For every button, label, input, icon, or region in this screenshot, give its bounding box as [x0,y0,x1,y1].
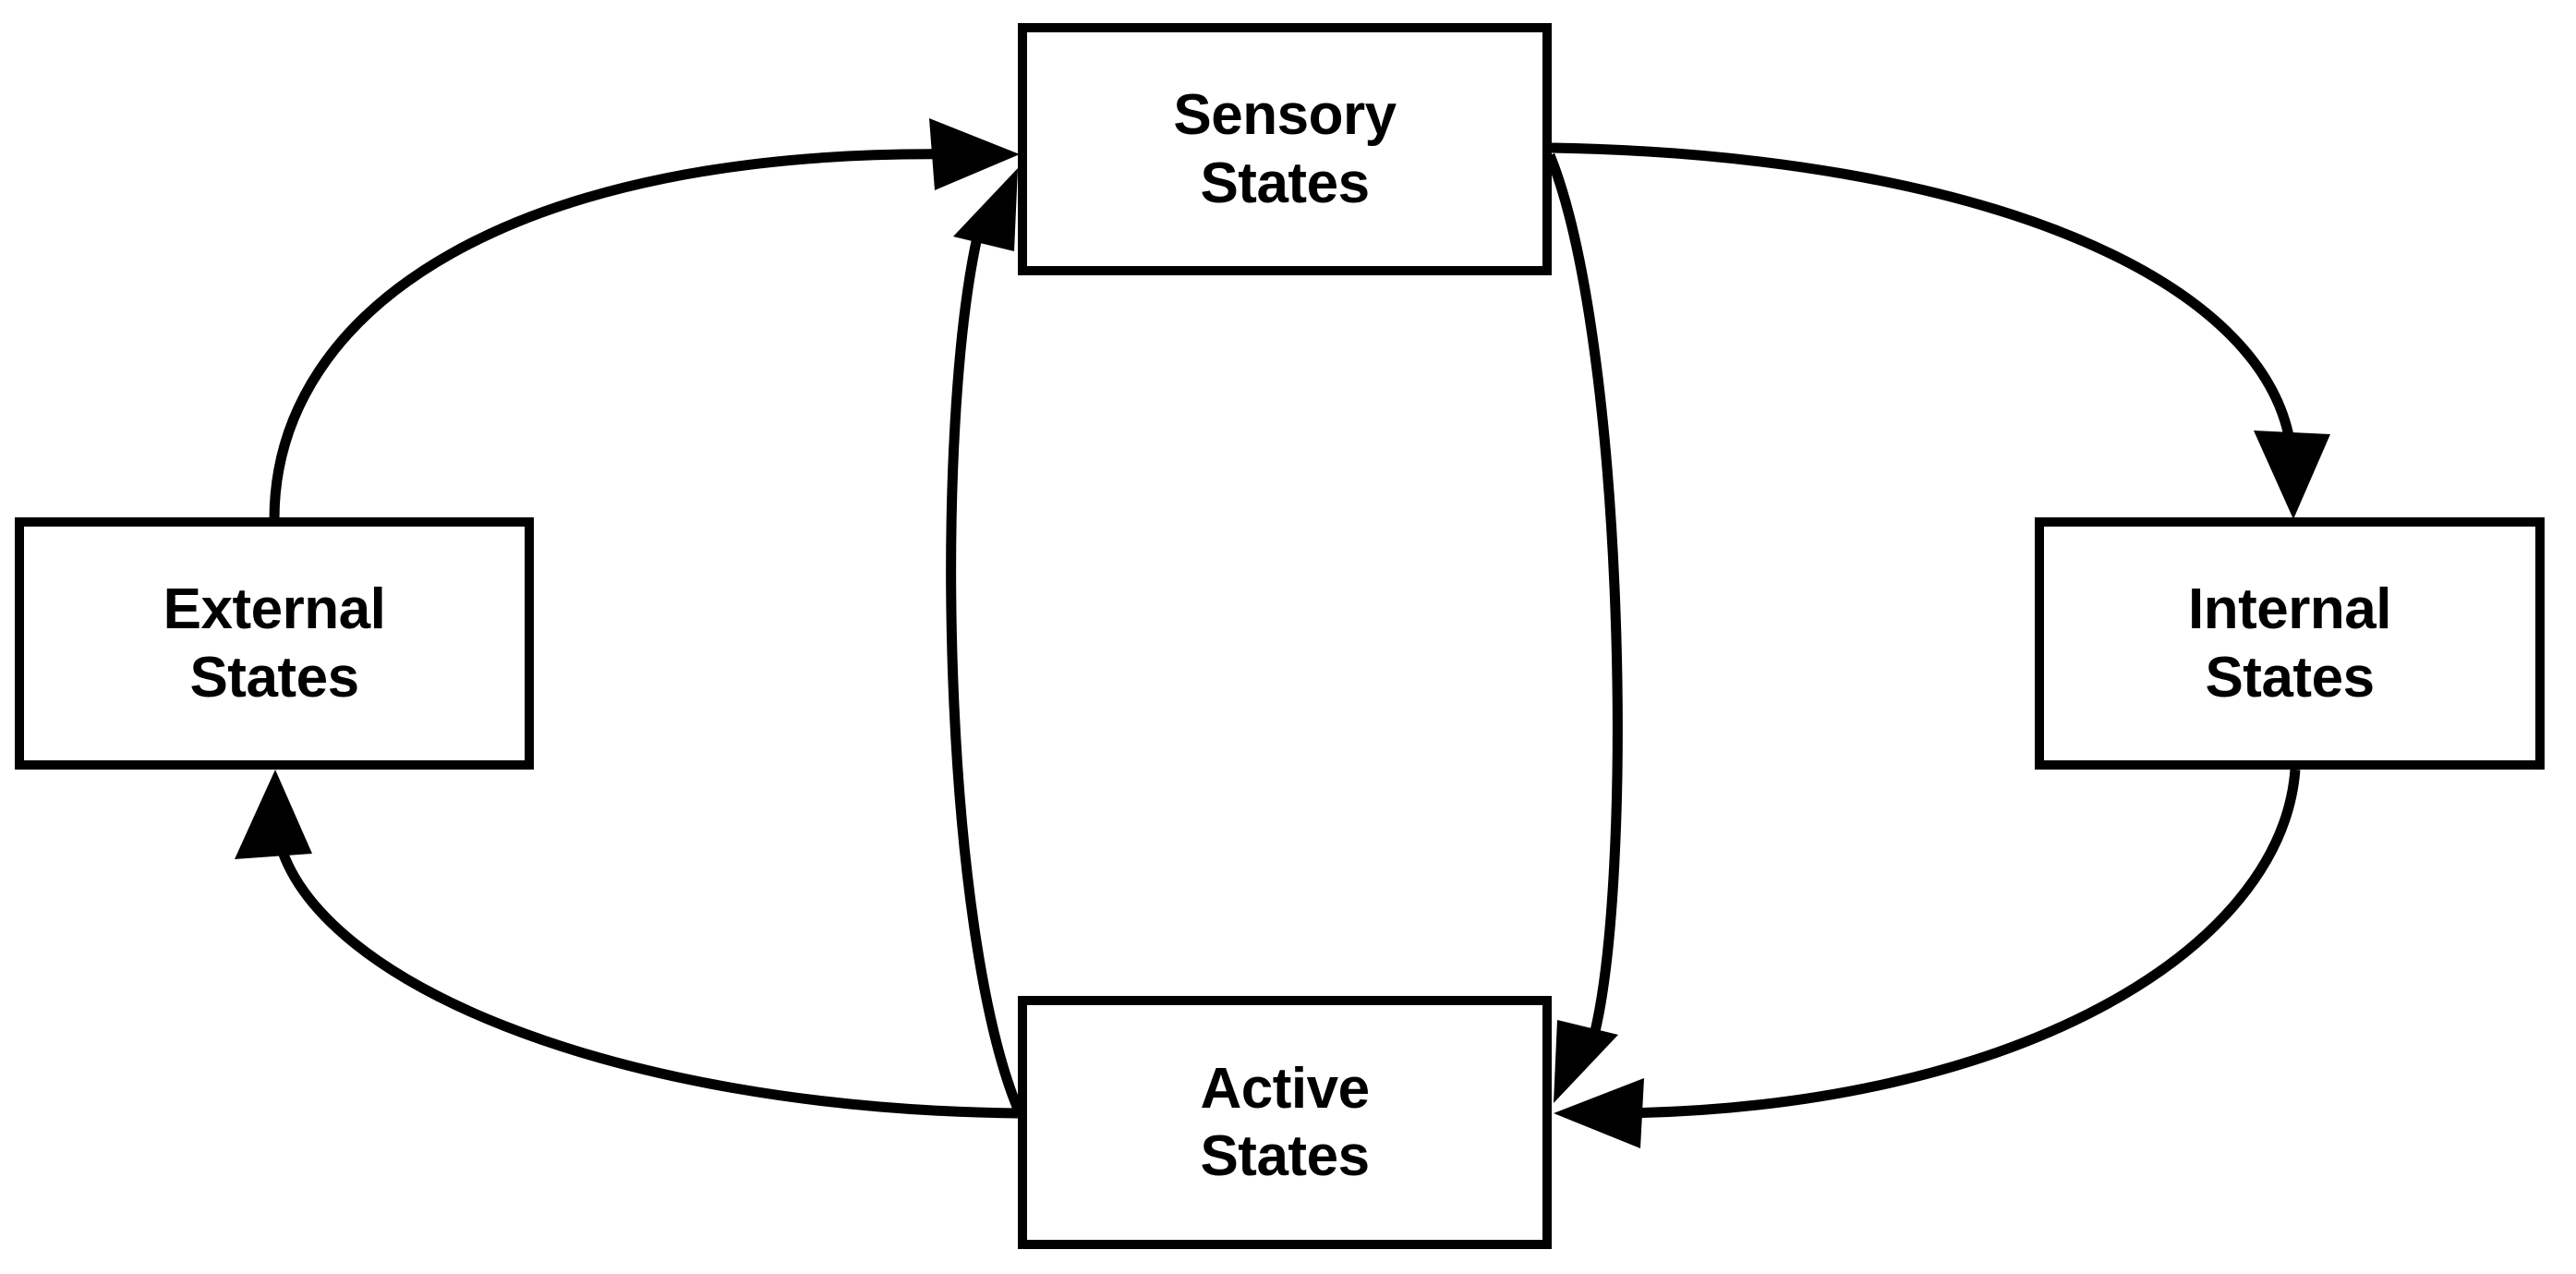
edge-sensory-to-internal-arrowhead [2254,431,2330,519]
node-external-states-label-line2: States [189,645,359,710]
edge-internal-to-active-arrowhead [1554,1078,1644,1148]
edge-internal-to-active-line [1617,769,2301,1119]
edge-active-to-external [235,770,1019,1119]
edge-active-to-external-line [272,830,1019,1119]
edge-external-to-sensory-line [269,149,958,520]
node-sensory-states-label-line1: Sensory [1173,83,1397,148]
node-external-states[interactable]: External States [15,517,534,770]
node-internal-states-label-line1: Internal [2188,577,2391,642]
node-internal-states[interactable]: Internal States [2035,517,2545,770]
edge-sensory-to-internal-line [1551,142,2297,454]
edge-external-to-sensory-arrowhead [929,118,1020,190]
edge-active-to-sensory [946,168,1025,1116]
edge-active-to-external-arrowhead [235,770,312,859]
edge-sensory-to-active-line [1544,152,1623,1044]
node-external-states-label-line1: External [163,577,386,642]
node-active-states-label-line1: Active [1200,1056,1370,1121]
node-active-states-label-line2: States [1200,1124,1370,1188]
edge-active-to-sensory-line [946,227,1025,1116]
edge-external-to-sensory [269,118,1020,520]
edge-active-to-sensory-arrowhead [953,168,1018,251]
node-sensory-states-label-line2: States [1200,151,1370,215]
edge-sensory-to-active-arrowhead [1554,1020,1618,1103]
edge-sensory-to-active [1544,152,1623,1103]
node-sensory-states[interactable]: Sensory States [1018,23,1552,275]
node-active-states[interactable]: Active States [1018,996,1552,1249]
edge-internal-to-active [1554,769,2301,1148]
edge-sensory-to-internal [1551,142,2330,519]
node-internal-states-label-line2: States [2205,645,2375,710]
